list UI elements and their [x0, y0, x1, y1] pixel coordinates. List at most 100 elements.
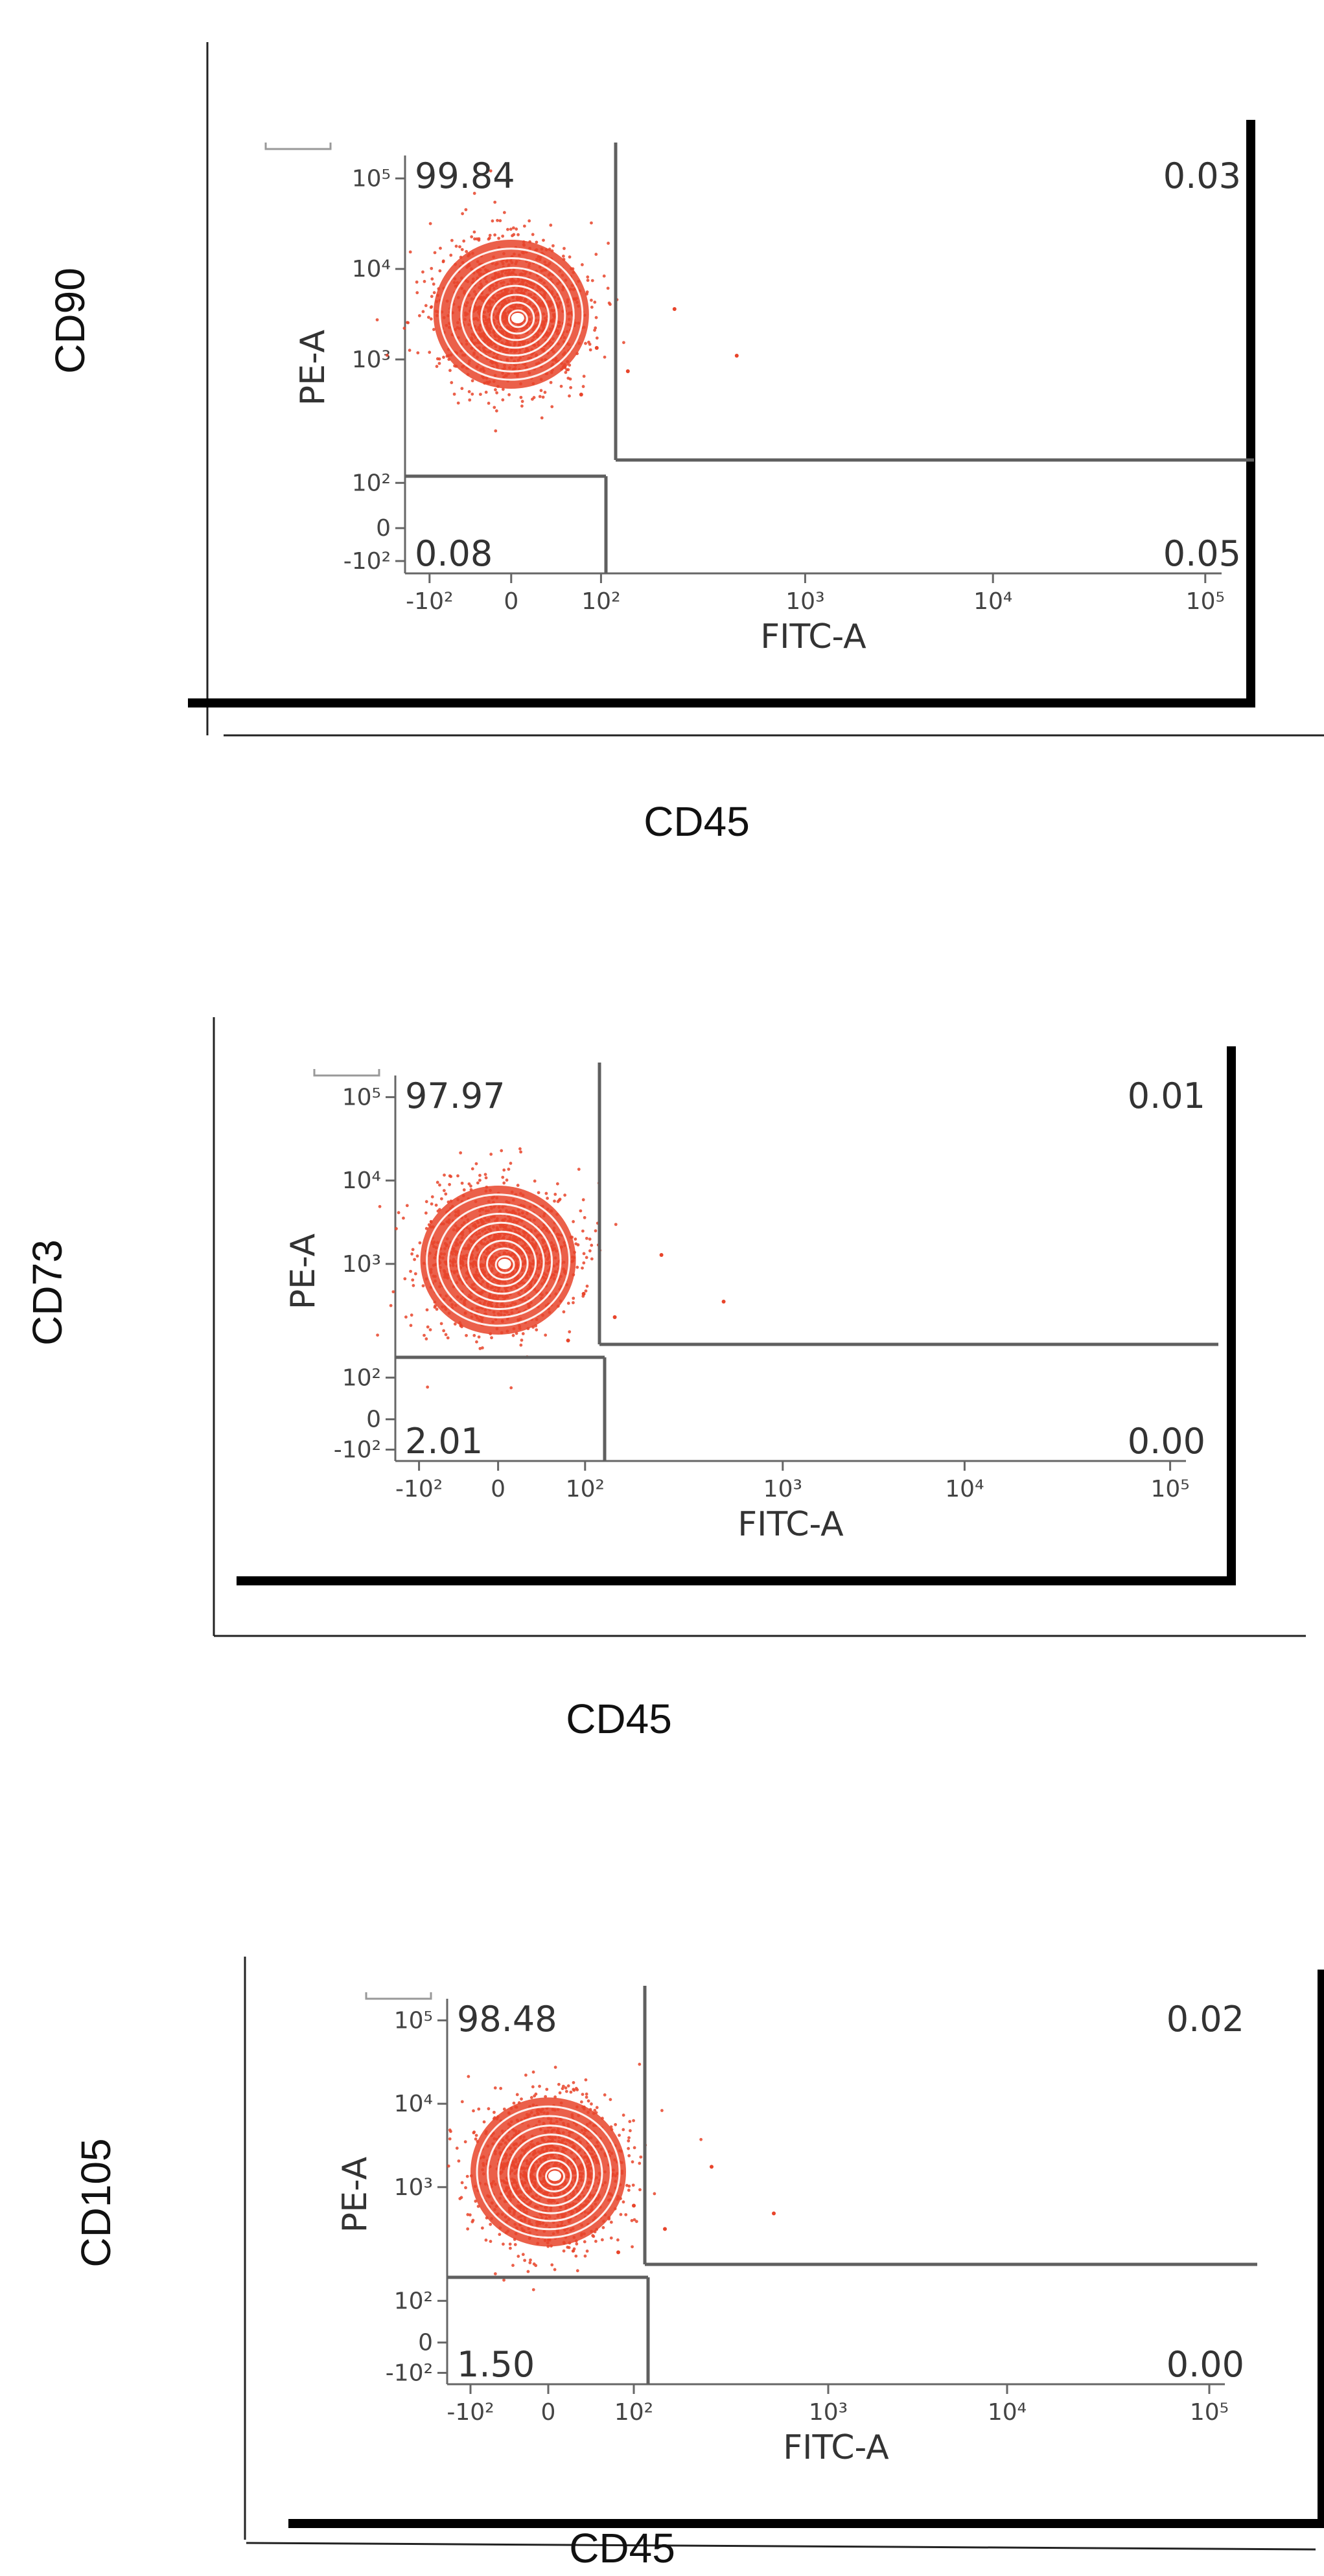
event-dot	[566, 2246, 570, 2249]
event-dot	[639, 2155, 643, 2159]
event-dot	[460, 2100, 464, 2104]
event-dot	[511, 2264, 515, 2267]
event-dot	[590, 305, 594, 309]
event-dot	[469, 1184, 472, 1188]
event-dot	[498, 2233, 502, 2237]
event-dot	[602, 274, 606, 278]
event-dot	[424, 304, 428, 308]
outlier-dot	[616, 2250, 620, 2255]
event-dot	[588, 342, 592, 346]
event-dot	[502, 1168, 506, 1172]
event-dot	[572, 1301, 575, 1305]
event-dot	[627, 2136, 631, 2139]
event-dot	[439, 246, 442, 250]
contour-ring	[457, 1221, 545, 1303]
event-dot	[581, 1198, 585, 1202]
quadrant-lower-left-value: 2.01	[405, 1421, 483, 1462]
event-dot	[376, 1333, 379, 1337]
event-dot	[587, 2099, 590, 2103]
event-dot	[487, 237, 491, 241]
event-dot	[585, 2092, 588, 2096]
event-dot	[464, 208, 468, 212]
panel-y-marker-label: CD90	[47, 268, 93, 374]
event-dot	[561, 254, 565, 258]
outlier-dot	[710, 2165, 714, 2169]
event-dot	[533, 1179, 537, 1183]
event-dot	[601, 2225, 605, 2229]
event-dot	[585, 1256, 588, 1259]
outlier-events	[566, 1252, 726, 1342]
event-dot	[417, 314, 421, 317]
event-dot	[518, 1147, 522, 1151]
event-dot	[574, 1237, 577, 1241]
event-dot	[432, 328, 436, 331]
event-dot	[575, 2242, 579, 2246]
event-dot	[535, 1328, 539, 1331]
contour-ring	[494, 1255, 515, 1274]
event-dot	[482, 2120, 486, 2124]
y-tick-label: 10³	[342, 1251, 381, 1278]
quadrant-upper-right-value: 0.01	[1128, 1075, 1205, 1116]
event-dot	[590, 279, 594, 282]
event-dot	[627, 2139, 631, 2143]
event-dot	[508, 2242, 512, 2246]
x-tick-label: -10²	[395, 1476, 443, 1502]
event-dot	[494, 388, 497, 391]
event-dot	[568, 1330, 572, 1334]
event-dot	[629, 2129, 632, 2133]
quadrant-upper-left-value: 97.97	[405, 1075, 505, 1116]
event-dot	[450, 238, 454, 242]
event-dot	[535, 240, 539, 244]
event-dot	[430, 277, 434, 281]
event-dot	[433, 1305, 437, 1309]
event-dot	[480, 2226, 484, 2230]
event-dot	[426, 1325, 430, 1329]
y-tick-label: 10³	[394, 2174, 433, 2201]
event-dot	[437, 357, 441, 361]
contour-ring	[528, 2151, 579, 2199]
event-dot	[448, 2128, 452, 2132]
event-dot	[474, 2137, 478, 2141]
panel-y-marker-label: CD73	[24, 1239, 71, 1346]
event-dot	[583, 2254, 587, 2258]
event-dot	[631, 2245, 634, 2249]
event-dot	[446, 1336, 450, 1340]
y-tick-label: 10⁵	[342, 1084, 381, 1110]
x-tick-label: -10²	[406, 588, 453, 615]
contour-ring	[497, 2124, 603, 2222]
event-dot	[428, 1328, 432, 1331]
event-dot	[472, 2130, 476, 2134]
x-tick-label: 0	[504, 588, 518, 615]
event-dot	[404, 1315, 408, 1319]
outlier-events	[616, 2165, 776, 2255]
event-dot	[539, 389, 543, 393]
event-dot	[410, 1313, 413, 1317]
event-dot	[594, 253, 598, 256]
event-dot	[616, 2238, 620, 2242]
outlier-dot	[625, 369, 630, 373]
event-dot	[411, 1278, 415, 1282]
event-dot	[439, 1322, 443, 1326]
event-dot	[583, 2240, 587, 2244]
event-dot	[512, 233, 516, 236]
event-dot	[430, 295, 434, 298]
event-dot	[467, 1182, 471, 1186]
contour-ring	[476, 2105, 621, 2239]
event-dot	[585, 2095, 588, 2099]
event-dot	[621, 2128, 625, 2132]
event-dot	[385, 354, 389, 357]
event-dot	[619, 2213, 623, 2216]
event-dot	[493, 200, 497, 204]
event-dot	[590, 2102, 593, 2106]
contour-ring	[449, 257, 575, 373]
event-dot	[526, 2270, 530, 2273]
event-dot	[575, 1265, 579, 1269]
outlier-dot	[721, 1299, 726, 1304]
event-dot	[582, 1252, 586, 1256]
event-dot	[495, 391, 498, 395]
event-dot	[429, 317, 433, 321]
event-dot	[502, 2242, 505, 2246]
event-dot	[415, 1254, 419, 1258]
event-dot	[409, 1269, 412, 1273]
event-dot	[477, 1335, 481, 1339]
